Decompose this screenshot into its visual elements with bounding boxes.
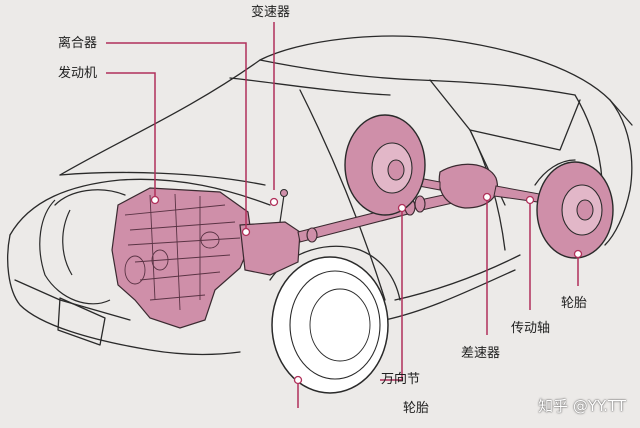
engine-block bbox=[111, 187, 253, 329]
label-transmission: 变速器 bbox=[251, 5, 291, 20]
label-wheel-front: 轮胎 bbox=[403, 401, 430, 416]
label-wheel-rear: 轮胎 bbox=[561, 296, 588, 311]
leader-lines bbox=[106, 22, 579, 408]
label-engine: 发动机 bbox=[58, 66, 98, 81]
transmission-housing bbox=[239, 189, 301, 276]
label-universal-joint: 万向节 bbox=[381, 372, 421, 387]
label-clutch: 离合器 bbox=[58, 36, 98, 51]
rear-right-wheel bbox=[536, 161, 614, 259]
front-left-wheel bbox=[39, 199, 111, 305]
label-driveshaft: 传动轴 bbox=[511, 321, 551, 336]
leader-dots bbox=[150, 192, 583, 385]
front-right-wheel bbox=[271, 256, 389, 394]
watermark: 知乎 @YY.TT bbox=[538, 397, 626, 415]
rear-left-wheel bbox=[344, 114, 426, 216]
label-differential: 差速器 bbox=[461, 346, 501, 361]
